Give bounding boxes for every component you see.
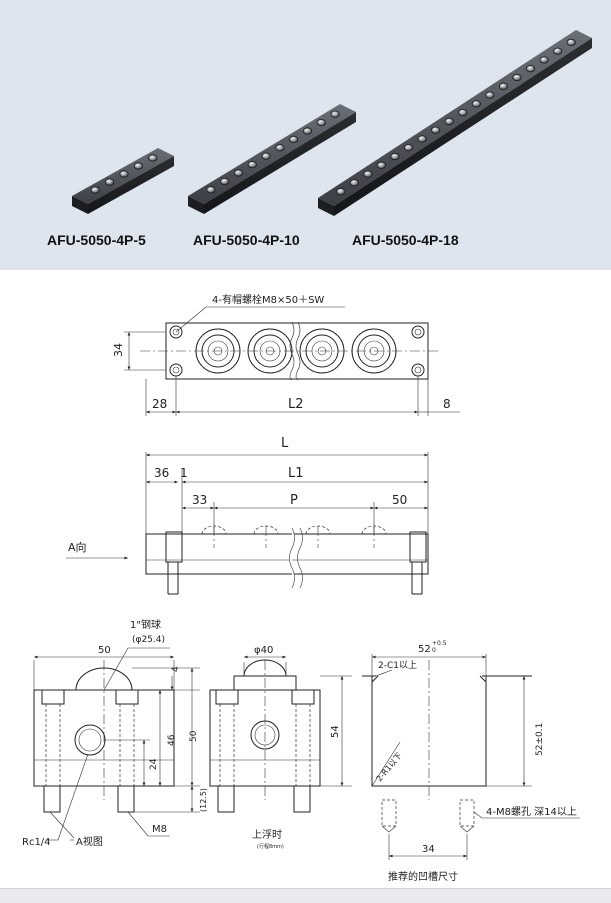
rail-5-ball	[72, 148, 174, 214]
ball-transfer-unit	[525, 65, 536, 73]
dim-4: 4	[171, 666, 181, 672]
ball-transfer-unit	[498, 82, 509, 90]
ball-transfer-unit	[105, 178, 115, 186]
ball-transfer-unit	[553, 47, 563, 55]
ball-diameter: (φ25.4)	[132, 635, 165, 645]
ball-transfer-unit	[403, 144, 414, 152]
groove-height: 52±0.1	[535, 723, 545, 756]
ball-transfer-unit	[247, 161, 257, 169]
radius-note: 2-R1以下	[375, 751, 404, 783]
ball-transfer-unit	[485, 91, 495, 99]
ball-transfer-unit	[566, 38, 576, 46]
dim-50: 50	[392, 493, 407, 507]
dim-l: L	[281, 436, 289, 451]
hole-pitch: 34	[422, 844, 435, 855]
float-stroke: (行程8mm)	[257, 843, 284, 850]
bolt-note: 4-有帽螺栓M8×50＋SW	[212, 293, 324, 306]
ball-transfer-unit	[349, 179, 359, 187]
dim-phi40: φ40	[254, 645, 273, 656]
ball-transfer-unit	[233, 169, 244, 177]
ball-transfer-unit	[330, 110, 340, 118]
ball-transfer-unit	[512, 73, 522, 82]
dim-28: 28	[152, 397, 167, 411]
rail-18-ball	[318, 30, 592, 216]
dim-p: P	[290, 493, 298, 508]
groove-view	[362, 654, 580, 860]
bolt-hole-icon	[169, 325, 425, 377]
product-label-18: AFU-5050-4P-18	[352, 232, 459, 248]
dim-24: 24	[149, 758, 159, 770]
ball-transfer-unit	[417, 135, 427, 143]
ball-transfer-unit	[390, 152, 400, 161]
float-section-view	[209, 655, 352, 813]
top-view	[124, 306, 460, 416]
groove-width: 52	[418, 644, 431, 655]
product-photo-banner: AFU-5050-4P-5 AFU-5050-4P-10 AFU-5050-4P…	[0, 0, 611, 270]
hole-note: 4-M8螺孔 深14以上	[486, 806, 577, 818]
dim-height-34: 34	[112, 343, 125, 357]
view-a-label: A视图	[76, 835, 103, 848]
ball-transfer-unit	[90, 186, 100, 194]
dim-50-vertical: 50	[189, 730, 199, 742]
ball-transfer-unit	[336, 188, 346, 196]
groove-width-tol-lower: 0	[432, 647, 436, 654]
dim-12-5: (12.5)	[199, 788, 208, 812]
dim-8: 8	[443, 397, 451, 411]
ball-transfer-unit	[133, 162, 143, 170]
dim-l1: L1	[288, 466, 304, 481]
port-label: Rc1/4	[22, 837, 51, 848]
ball-transfer-unit	[289, 135, 299, 143]
dim-33: 33	[192, 493, 207, 507]
footer-bar	[0, 888, 611, 903]
ball-label: 1"钢球	[130, 618, 161, 631]
ball-transfer-unit	[376, 161, 387, 169]
dim-54: 54	[330, 725, 341, 738]
section-a-view	[33, 647, 200, 841]
product-photo	[72, 30, 592, 216]
product-label-10: AFU-5050-4P-10	[193, 232, 300, 248]
ball-unit-icon	[195, 328, 397, 374]
dim-36: 36	[154, 466, 169, 480]
ball-transfer-unit	[539, 56, 549, 64]
product-label-5: AFU-5050-4P-5	[47, 232, 146, 248]
dim-l2: L2	[288, 397, 304, 412]
front-view	[66, 452, 429, 595]
ball-transfer-unit	[302, 127, 313, 135]
rail-10-ball	[188, 104, 356, 214]
ball-transfer-unit	[275, 144, 285, 152]
ball-transfer-unit	[220, 177, 230, 185]
dim-1: 1	[180, 466, 188, 480]
thread-label: M8	[152, 824, 167, 835]
ball-transfer-unit	[431, 126, 441, 134]
view-arrow-label: A向	[68, 540, 87, 554]
ball-transfer-unit	[471, 100, 481, 108]
chamfer-note: 2-C1以上	[378, 660, 417, 671]
float-label: 上浮时	[252, 829, 282, 841]
groove-title: 推荐的凹槽尺寸	[388, 870, 458, 883]
ball-transfer-unit	[206, 186, 216, 194]
ball-transfer-unit	[444, 117, 454, 125]
ball-transfer-unit	[119, 170, 129, 178]
dim-46: 46	[167, 734, 177, 746]
dim-width-50: 50	[98, 645, 111, 656]
ball-transfer-unit	[458, 109, 468, 117]
groove-width-tol: +0.5	[432, 640, 447, 647]
ball-transfer-unit	[261, 152, 271, 160]
ball-transfer-unit	[363, 170, 373, 178]
ball-transfer-unit	[316, 119, 326, 127]
ball-transfer-unit	[148, 154, 158, 162]
